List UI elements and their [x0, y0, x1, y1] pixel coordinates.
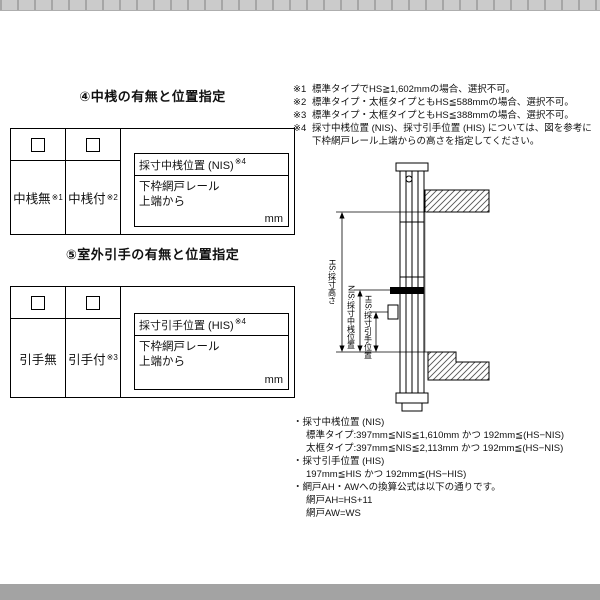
- middle-rail-attached-checkbox-cell: [66, 129, 121, 161]
- his-box-line2: 上端から: [139, 355, 185, 368]
- handle-none-label-cell: 引手無: [11, 319, 66, 397]
- footnote-3: ※3 標準タイプ・太框タイプともHS≦388mmの場合、選択不可。: [293, 109, 596, 122]
- sill-wall-hatch: [427, 351, 490, 381]
- dimension-arrowheads: [339, 212, 379, 352]
- footnote-4-text: 採寸中桟位置 (NIS)、採寸引手位置 (HIS) については、図を参考に下枠網…: [312, 123, 592, 147]
- hs-dimension-label: HS:採寸高さ: [328, 259, 337, 304]
- middle-rail-selection-table: 採寸中桟位置 (NIS)※4 下枠網戸レール 上端から mm 中桟無※1 中桟付…: [10, 128, 295, 235]
- nis-position-box: 採寸中桟位置 (NIS)※4 下枠網戸レール 上端から mm: [134, 153, 289, 227]
- middle-rail-none-label: 中桟無: [13, 192, 51, 206]
- his-dimension-label: HIS:採寸引手位置: [364, 295, 373, 359]
- footnote-2-marker: ※2: [293, 97, 307, 108]
- his-box-line1: 下枠網戸レール: [139, 341, 220, 353]
- window-cross-section-diagram: HS:採寸高さ NIS:採寸中桟位置 HIS:採寸引手位置: [328, 162, 490, 412]
- lintel-wall-hatch: [424, 189, 490, 213]
- handle-attached-checkbox-cell: [66, 287, 121, 319]
- handle-section: [387, 304, 399, 320]
- section-4-title: ④中桟の有無と位置指定: [79, 89, 226, 104]
- middle-rail-none-label-cell: 中桟無※1: [11, 161, 66, 234]
- handle-none-label: 引手無: [19, 352, 57, 367]
- spec-formula-ah: 網戸AH=HS+11: [306, 495, 373, 506]
- nis-unit-label: mm: [264, 212, 283, 225]
- his-position-box: 採寸引手位置 (HIS)※4 下枠網戸レール 上端から mm: [134, 313, 289, 390]
- nis-position-cell: 採寸中桟位置 (NIS)※4 下枠網戸レール 上端から mm: [121, 129, 294, 234]
- footnote-3-text: 標準タイプ・太框タイプともHS≦388mmの場合、選択不可。: [312, 110, 574, 121]
- nis-box-header-mark: ※4: [234, 157, 246, 167]
- middle-rail-attached-label: 中桟付: [68, 192, 106, 206]
- spec-nis-title: ・採寸中桟位置 (NIS): [293, 417, 385, 428]
- footnotes-block: ※1 標準タイプでHS≧1,602mmの場合、選択不可。 ※2 標準タイプ・太框タイ…: [293, 83, 596, 148]
- outdoor-handle-selection-table: 採寸引手位置 (HIS)※4 下枠網戸レール 上端から mm 引手無 引手付※3: [10, 286, 295, 398]
- nis-box-header: 採寸中桟位置 (NIS)※4: [135, 154, 288, 176]
- spec-nis-thick: 太框タイプ:397mm≦NIS≦2,113mm かつ 192mm≦(HS−NIS…: [306, 443, 564, 454]
- handle-attached-checkbox[interactable]: [86, 295, 100, 310]
- footnote-4-marker: ※4: [293, 123, 307, 134]
- handle-none-checkbox-cell: [11, 287, 66, 319]
- nis-dimension-label: NIS:採寸中桟位置: [347, 285, 356, 349]
- his-box-header-text: 採寸引手位置 (HIS): [139, 320, 234, 332]
- nis-box-header-text: 採寸中桟位置 (NIS): [139, 160, 234, 172]
- spec-formula-aw: 網戸AW=WS: [306, 508, 361, 519]
- his-box-body: 下枠網戸レール 上端から: [135, 336, 288, 370]
- spec-his-range: 197mm≦HIS かつ 192mm≦(HS−HIS): [306, 469, 467, 480]
- nis-unit-row: mm: [218, 210, 288, 228]
- footnote-3-marker: ※3: [293, 110, 307, 121]
- footnote-1-marker: ※1: [293, 84, 307, 95]
- his-position-cell: 採寸引手位置 (HIS)※4 下枠網戸レール 上端から mm: [121, 287, 294, 397]
- nis-box-body: 下枠網戸レール 上端から: [135, 176, 288, 210]
- footnote-2: ※2 標準タイプ・太框タイプともHS≦588mmの場合、選択不可。: [293, 96, 596, 109]
- his-unit-label: mm: [264, 374, 283, 386]
- spec-formula-title: ・網戸AH・AWへの換算公式は以下の通りです。: [293, 482, 501, 493]
- his-unit-row: mm: [218, 371, 288, 389]
- nis-value-input[interactable]: [223, 210, 265, 222]
- middle-rail-none-checkbox[interactable]: [31, 137, 45, 152]
- spec-his-title: ・採寸引手位置 (HIS): [293, 456, 385, 467]
- handle-none-checkbox[interactable]: [31, 295, 45, 310]
- footnote-4: ※4 採寸中桟位置 (NIS)、採寸引手位置 (HIS) については、図を参考に下…: [293, 122, 596, 148]
- section-5-title: ⑤室外引手の有無と位置指定: [65, 247, 240, 262]
- dimension-lines: [336, 211, 428, 353]
- middle-rail-none-checkbox-cell: [11, 129, 66, 161]
- footnote-1: ※1 標準タイプでHS≧1,602mmの場合、選択不可。: [293, 83, 596, 96]
- bottom-section-band: [0, 584, 600, 600]
- his-box-header: 採寸引手位置 (HIS)※4: [135, 314, 288, 336]
- middle-rail-attached-label-cell: 中桟付※2: [66, 161, 121, 234]
- top-page-edge-strip: [0, 0, 600, 11]
- handle-attached-label: 引手付: [68, 352, 106, 367]
- his-box-header-mark: ※4: [234, 317, 246, 327]
- nis-box-line1: 下枠網戸レール: [139, 181, 220, 193]
- footnote-2-text: 標準タイプ・太框タイプともHS≦588mmの場合、選択不可。: [312, 97, 574, 108]
- measurement-specs-block: ・採寸中桟位置 (NIS) 標準タイプ:397mm≦NIS≦1,610mm かつ…: [293, 416, 596, 520]
- footnote-1-text: 標準タイプでHS≧1,602mmの場合、選択不可。: [312, 84, 516, 95]
- his-value-input[interactable]: [223, 371, 265, 383]
- handle-attached-label-cell: 引手付※3: [66, 319, 121, 397]
- spec-nis-standard: 標準タイプ:397mm≦NIS≦1,610mm かつ 192mm≦(HS−NIS…: [306, 430, 564, 441]
- middle-rail-section: [390, 287, 424, 294]
- middle-rail-attached-checkbox[interactable]: [86, 137, 100, 152]
- nis-box-line2: 上端から: [139, 195, 185, 208]
